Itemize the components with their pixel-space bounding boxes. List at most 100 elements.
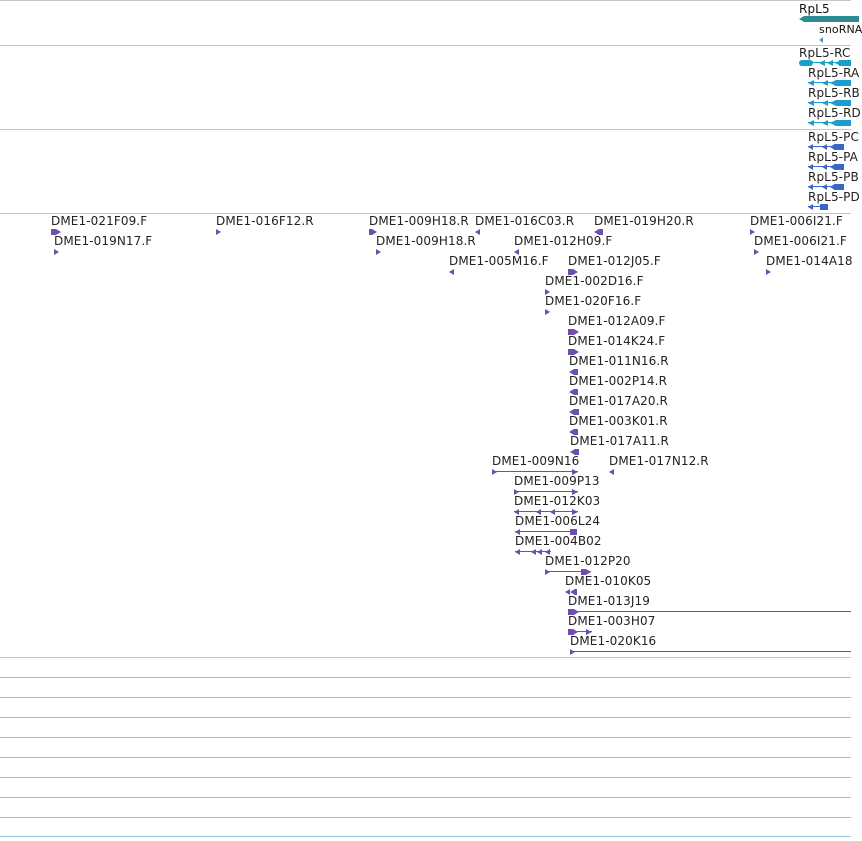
est-glyph [568,329,579,335]
est-label: DME1-017N12.R [609,454,709,468]
est-glyph [369,229,377,235]
est-glyph [216,229,221,235]
est-glyph [492,469,578,475]
est-label: DME1-005M16.F [449,254,549,268]
est-glyph [568,629,592,635]
est-label: DME1-003K01.R [569,414,668,428]
est-label: DME1-012H09.F [514,234,613,248]
empty-track-line [0,836,851,837]
empty-track-line [0,797,851,798]
est-label: DME1-012A09.F [568,314,666,328]
est-glyph [51,229,61,235]
est-glyph [515,549,551,555]
est-glyph [766,269,771,275]
est-label: DME1-009N16 [492,454,580,468]
gene-label: RpL5 [799,2,830,16]
est-label: DME1-020K16 [570,634,657,648]
transcript-label: RpL5-RD [808,106,861,120]
est-glyph [568,269,578,275]
track-separator [0,45,851,46]
est-glyph [750,229,755,235]
est-glyph [569,409,579,415]
transcript-glyph [808,80,851,86]
est-label: DME1-010K05 [565,574,652,588]
est-glyph [568,609,851,615]
protein-glyph [808,184,844,190]
est-label: DME1-017A11.R [570,434,669,448]
transcript-label: RpL5-RA [808,66,860,80]
empty-track-line [0,777,851,778]
est-label: DME1-002D16.F [545,274,644,288]
transcript-label: RpL5-RB [808,86,860,100]
est-label: DME1-011N16.R [569,354,669,368]
empty-track-line [0,677,851,678]
est-label: DME1-014K24.F [568,334,666,348]
est-glyph [376,249,381,255]
est-glyph [594,229,604,235]
est-glyph [545,569,591,575]
est-glyph [570,449,579,455]
gene-label: snoRNA [819,23,862,36]
est-glyph [565,589,577,595]
est-label: DME1-013J19 [568,594,650,608]
protein-label: RpL5-PB [808,170,859,184]
est-label: DME1-019H20.R [594,214,694,228]
transcript-glyph [799,60,851,66]
est-label: DME1-012K03 [514,494,601,508]
est-label: DME1-004B02 [515,534,602,548]
gene-glyph [819,37,825,43]
track-separator [0,129,851,130]
est-label: DME1-009H18.R [376,234,476,248]
est-glyph [569,369,578,375]
empty-track-line [0,817,851,818]
est-label: DME1-002P14.R [569,374,668,388]
empty-track-line [0,697,851,698]
est-label: DME1-006I21.F [754,234,847,248]
est-glyph [515,529,577,535]
gene-glyph [799,16,859,22]
est-label: DME1-014A18 [766,254,853,268]
est-glyph [514,489,578,495]
protein-glyph [808,144,844,150]
est-label: DME1-006I21.F [750,214,843,228]
est-glyph [545,289,550,295]
empty-track-line [0,757,851,758]
track-separator [0,213,851,214]
est-label: DME1-003H07 [568,614,656,628]
protein-label: RpL5-PD [808,190,860,204]
transcript-label: RpL5-RC [799,46,851,60]
est-glyph [54,249,59,255]
est-glyph [514,509,578,515]
protein-glyph [808,164,844,170]
est-glyph [545,309,550,315]
empty-track-line [0,717,851,718]
transcript-glyph [808,120,851,126]
est-glyph [609,469,614,475]
est-glyph [570,649,851,655]
est-glyph [754,249,759,255]
est-label: DME1-016F12.R [216,214,314,228]
protein-label: RpL5-PC [808,130,859,144]
est-glyph [569,389,578,395]
est-label: DME1-016C03.R [475,214,575,228]
protein-label: RpL5-PA [808,150,858,164]
est-label: DME1-017A20.R [569,394,668,408]
est-label: DME1-021F09.F [51,214,148,228]
est-label: DME1-006L24 [515,514,601,528]
protein-glyph [808,204,828,210]
est-glyph [568,349,579,355]
empty-track-line [0,737,851,738]
est-label: DME1-009H18.R [369,214,469,228]
est-label: DME1-012J05.F [568,254,661,268]
track-separator [0,657,851,658]
est-label: DME1-020F16.F [545,294,642,308]
transcript-glyph [808,100,851,106]
est-glyph [514,249,520,255]
est-glyph [449,269,454,275]
est-glyph [569,429,578,435]
est-label: DME1-019N17.F [54,234,153,248]
est-label: DME1-012P20 [545,554,631,568]
est-glyph [475,229,480,235]
track-separator [0,0,851,1]
